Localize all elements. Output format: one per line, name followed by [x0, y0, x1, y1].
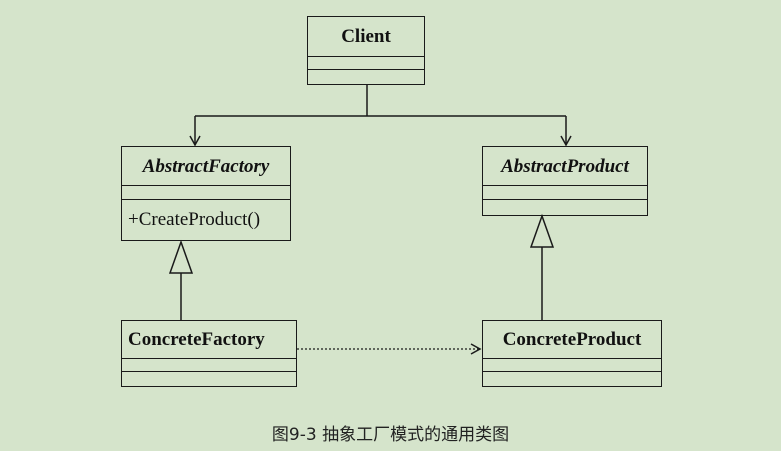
client-attributes [308, 57, 424, 70]
abstract-product-class-name: AbstractProduct [483, 147, 647, 186]
inheritance-triangle-product [529, 213, 555, 248]
abstract-product-operations [483, 200, 647, 214]
client-operations [308, 70, 424, 83]
client-class-name: Client [308, 17, 424, 57]
client-class: Client [307, 16, 425, 85]
abstract-product-attributes [483, 186, 647, 200]
abstract-factory-class-name: AbstractFactory [122, 147, 290, 186]
abstract-factory-attributes [122, 186, 290, 200]
concrete-factory-attributes [122, 359, 296, 372]
concrete-product-class: ConcreteProduct [482, 320, 662, 387]
concrete-factory-class-name: ConcreteFactory [122, 321, 296, 359]
inheritance-triangle-factory [168, 239, 194, 274]
concrete-product-class-name: ConcreteProduct [483, 321, 661, 359]
abstract-factory-class: AbstractFactory +CreateProduct() [121, 146, 291, 241]
abstract-factory-method: +CreateProduct() [128, 209, 261, 230]
concrete-factory-operations [122, 372, 296, 385]
abstract-product-class: AbstractProduct [482, 146, 648, 216]
concrete-factory-class: ConcreteFactory [121, 320, 297, 387]
concrete-product-attributes [483, 359, 661, 372]
figure-caption: 图9-3 抽象工厂模式的通用类图 [271, 425, 510, 445]
concrete-product-operations [483, 372, 661, 385]
